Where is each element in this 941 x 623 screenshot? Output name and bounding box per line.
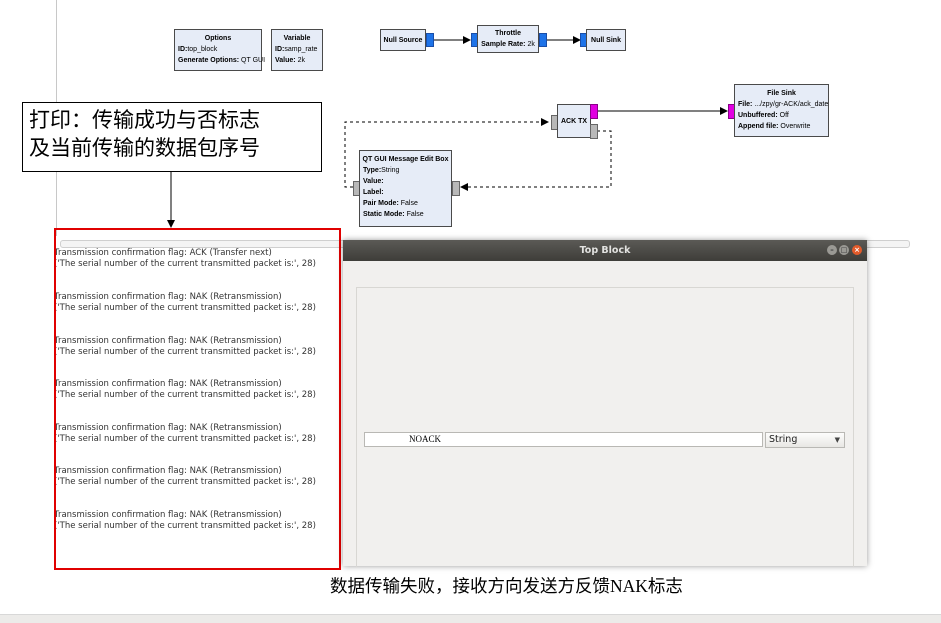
console-line: ('The serial number of the current trans…	[54, 347, 316, 357]
variable-value-value: 2k	[297, 57, 305, 64]
msg-edit-block[interactable]: QT GUI Message Edit Box Type:String Valu…	[359, 150, 452, 227]
type-select-value: String	[769, 434, 798, 445]
null-source-out-port[interactable]	[426, 33, 434, 47]
msg-edit-value-label: Value:	[363, 178, 384, 185]
figure-caption: 数据传输失败，接收方向发送方反馈NAK标志	[330, 576, 683, 596]
annotation-line-2: 及当前传输的数据包序号	[29, 136, 260, 160]
ack-tx-out-port[interactable]	[590, 104, 598, 119]
ack-tx-block[interactable]: ACK TX	[557, 104, 591, 138]
wire-msgedit-acktx	[344, 118, 549, 188]
file-sink-unbuf-label: Unbuffered:	[738, 112, 778, 119]
throttle-rate-value: 2k	[527, 41, 535, 48]
file-sink-append-label: Append file:	[738, 123, 779, 130]
options-id-label: ID:	[178, 46, 188, 53]
msg-edit-type-value: String	[381, 167, 400, 174]
options-block[interactable]: Options ID:top_block Generate Options: Q…	[174, 29, 266, 71]
message-value: NOACK	[409, 434, 442, 444]
console-line: ('The serial number of the current trans…	[54, 477, 316, 487]
annotation-line-1: 打印：传输成功与否标志	[29, 108, 260, 132]
throttle-rate-label: Sample Rate:	[481, 41, 526, 48]
console-line: ('The serial number of the current trans…	[54, 521, 316, 531]
options-title: Options	[204, 35, 232, 42]
file-sink-title: File Sink	[767, 90, 796, 97]
console-line: ('The serial number of the current trans…	[54, 303, 316, 313]
type-select[interactable]: String ▼	[765, 432, 845, 448]
highlight-box	[54, 228, 341, 570]
msg-edit-out-port[interactable]	[452, 181, 460, 196]
console-line: Transmission confirmation flag: NAK (Ret…	[54, 379, 282, 389]
console-line: ('The serial number of the current trans…	[54, 434, 316, 444]
minimize-icon[interactable]: –	[827, 245, 837, 255]
console-line: Transmission confirmation flag: NAK (Ret…	[54, 336, 282, 346]
msg-edit-title: QT GUI Message Edit Box	[362, 156, 449, 163]
close-icon[interactable]: ×	[852, 245, 862, 255]
msg-edit-pair-value: False	[400, 200, 418, 207]
options-gen-label: Generate Options:	[178, 57, 240, 64]
throttle-block[interactable]: Throttle Sample Rate: 2k	[477, 25, 539, 53]
throttle-out-port[interactable]	[539, 33, 547, 47]
console-line: Transmission confirmation flag: NAK (Ret…	[54, 466, 282, 476]
window-titlebar[interactable]: Top Block – □ ×	[343, 240, 867, 261]
options-id-value: top_block	[187, 46, 218, 53]
chevron-down-icon: ▼	[834, 436, 840, 444]
null-sink-title: Null Sink	[591, 36, 621, 44]
ack-tx-title: ACK TX	[560, 117, 588, 125]
null-source-title: Null Source	[383, 36, 423, 44]
file-sink-append-value: Overwrite	[780, 123, 811, 130]
console-line: Transmission confirmation flag: ACK (Tra…	[54, 248, 272, 258]
msg-edit-static-value: False	[406, 211, 424, 218]
file-sink-file-value: .../zpy/gr-ACK/ack_date	[754, 101, 829, 108]
annotation-callout: 打印：传输成功与否标志 及当前传输的数据包序号	[22, 102, 322, 172]
file-sink-file-label: File:	[738, 101, 753, 108]
wire-acktx-msgedit	[460, 130, 612, 191]
variable-title: Variable	[283, 35, 311, 42]
window-content-frame	[356, 287, 854, 567]
file-sink-unbuf-value: Off	[779, 112, 789, 119]
top-block-window: Top Block – □ × NOACK String ▼	[343, 240, 867, 567]
msg-edit-type-label: Type:	[363, 167, 382, 174]
maximize-icon[interactable]: □	[839, 245, 849, 255]
console-line: Transmission confirmation flag: NAK (Ret…	[54, 423, 282, 433]
variable-id-label: ID:	[275, 46, 285, 53]
msg-edit-pair-label: Pair Mode:	[363, 200, 399, 207]
message-edit-field[interactable]: NOACK	[364, 432, 763, 447]
console-line: ('The serial number of the current trans…	[54, 390, 316, 400]
null-sink-block[interactable]: Null Sink	[586, 29, 626, 51]
window-title: Top Block	[579, 245, 631, 256]
console-line: ('The serial number of the current trans…	[54, 259, 316, 269]
options-gen-value: QT GUI	[241, 57, 266, 64]
console-line: Transmission confirmation flag: NAK (Ret…	[54, 510, 282, 520]
variable-id-value: samp_rate	[284, 46, 318, 53]
file-sink-block[interactable]: File Sink File: .../zpy/gr-ACK/ack_date …	[734, 84, 829, 137]
throttle-title: Throttle	[494, 30, 522, 37]
msg-edit-static-label: Static Mode:	[363, 211, 405, 218]
ack-tx-msg-port[interactable]	[590, 124, 598, 139]
console-line: Transmission confirmation flag: NAK (Ret…	[54, 292, 282, 302]
variable-value-label: Value:	[275, 57, 296, 64]
footer-bar	[0, 614, 941, 623]
variable-block[interactable]: Variable ID:samp_rate Value: 2k	[271, 29, 323, 71]
console-output: Transmission confirmation flag: ACK (Tra…	[54, 237, 340, 567]
msg-edit-label-label: Label:	[363, 189, 384, 196]
null-source-block[interactable]: Null Source	[380, 29, 426, 51]
